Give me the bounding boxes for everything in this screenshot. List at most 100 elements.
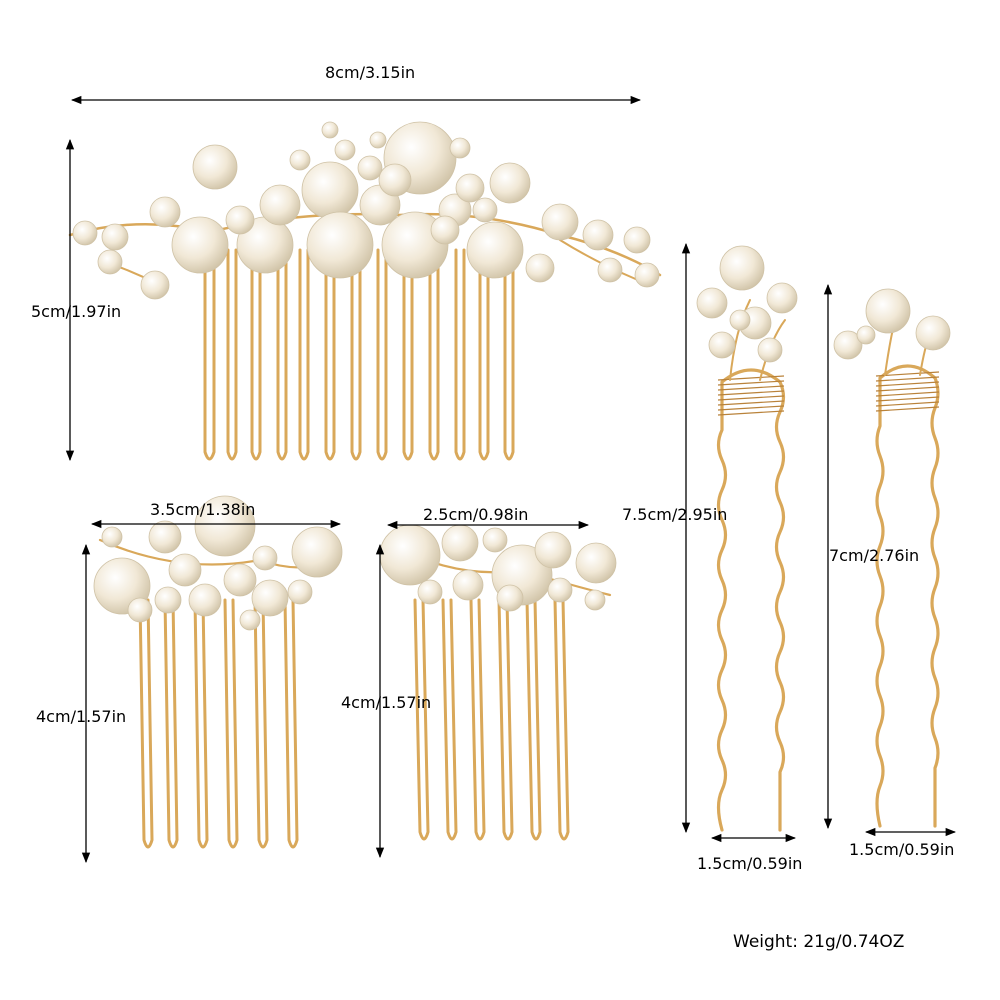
- pearl-icon: [291, 526, 343, 578]
- pearl-icon: [140, 270, 170, 300]
- hair-pin-tall-height-label: 7.5cm/2.95in: [622, 505, 728, 524]
- gold-wire: [376, 248, 388, 461]
- pearl-icon: [168, 553, 202, 587]
- gold-wire: [525, 598, 542, 841]
- gold-wire: [441, 598, 458, 841]
- pearl-icon: [541, 203, 579, 241]
- pearl-icon: [127, 597, 153, 623]
- gold-wire-coil: [875, 381, 940, 387]
- pearl-icon: [148, 520, 182, 554]
- gold-wire: [402, 248, 414, 461]
- gold-wire: [469, 598, 486, 841]
- pearl-icon: [357, 155, 383, 181]
- pearl-icon: [149, 196, 181, 228]
- pearl-icon: [188, 583, 222, 617]
- pearl-icon: [708, 331, 736, 359]
- gold-wire: [298, 248, 310, 461]
- gold-wire: [428, 248, 440, 461]
- pearl-icon: [757, 337, 783, 363]
- small-comb-left-width-label: 3.5cm/1.38in: [150, 500, 256, 519]
- large-comb-width-label: 8cm/3.15in: [325, 63, 416, 82]
- gold-wire: [138, 598, 154, 849]
- pearl-icon: [547, 577, 573, 603]
- large-comb-height-label: 5cm/1.97in: [31, 302, 122, 321]
- pearl-icon: [225, 205, 255, 235]
- gold-wire: [503, 248, 515, 461]
- pearl-icon: [489, 162, 531, 204]
- pearl-icon: [856, 325, 876, 345]
- gold-wire: [223, 598, 239, 849]
- pearl-icon: [378, 163, 412, 197]
- gold-wire-coil: [875, 391, 940, 397]
- pearl-icon: [482, 527, 508, 553]
- gold-wire-coil: [717, 375, 785, 381]
- pearl-icon: [192, 144, 238, 190]
- gold-wire-coil: [875, 371, 940, 377]
- gold-wire: [553, 598, 570, 841]
- pearl-icon: [455, 173, 485, 203]
- pearl-icon: [865, 288, 911, 334]
- pearl-icon: [582, 219, 614, 251]
- pearl-icon: [496, 584, 524, 612]
- gold-wire: [875, 364, 940, 828]
- pearl-icon: [441, 524, 479, 562]
- pearl-icon: [252, 545, 278, 571]
- gold-wire: [413, 598, 430, 841]
- pearl-icon: [719, 245, 765, 291]
- gold-wire: [454, 248, 466, 461]
- gold-wire-coil: [875, 376, 940, 382]
- pearl-icon: [584, 589, 606, 611]
- pearl-icon: [915, 315, 951, 351]
- pearl-icon: [729, 309, 751, 331]
- pearl-icon: [766, 282, 798, 314]
- pearl-icon: [575, 542, 617, 584]
- small-comb-right-height-label: 4cm/1.57in: [341, 693, 432, 712]
- gold-wire: [324, 248, 336, 461]
- pearl-icon: [301, 161, 359, 219]
- pearl-icon: [289, 149, 311, 171]
- gold-wire-coil: [717, 390, 785, 396]
- weight-label: Weight: 21g/0.74OZ: [733, 932, 905, 952]
- pearl-icon: [430, 215, 460, 245]
- gold-wire: [253, 598, 269, 849]
- gold-wire: [350, 248, 362, 461]
- gold-wire: [497, 598, 514, 841]
- hair-pin-tall-width-label: 1.5cm/0.59in: [697, 854, 803, 873]
- pearl-icon: [154, 586, 182, 614]
- pearl-icon: [97, 249, 123, 275]
- pearl-icon: [334, 139, 356, 161]
- pearl-icon: [379, 524, 441, 586]
- pearl-icon: [251, 579, 289, 617]
- pearl-icon: [833, 330, 863, 360]
- gold-wire: [478, 248, 490, 461]
- small-comb-left-height-label: 4cm/1.57in: [36, 707, 127, 726]
- pearl-icon: [696, 287, 728, 319]
- pearl-icon: [634, 262, 660, 288]
- gold-wire: [276, 248, 288, 461]
- pearl-icon: [472, 197, 498, 223]
- gold-wire: [716, 368, 786, 832]
- gold-wire: [193, 598, 209, 849]
- gold-wire-coil: [717, 395, 785, 401]
- pearl-icon: [623, 226, 651, 254]
- gold-wire: [729, 299, 751, 381]
- pearl-icon: [101, 526, 123, 548]
- pearl-icon: [321, 121, 339, 139]
- pearl-icon: [239, 609, 261, 631]
- gold-wire: [283, 598, 299, 849]
- gold-wire-coil: [875, 386, 940, 392]
- gold-wire-coil: [717, 410, 785, 416]
- gold-wire-coil: [717, 380, 785, 386]
- pearl-icon: [417, 579, 443, 605]
- pearl-icon: [306, 211, 374, 279]
- gold-wire-coil: [875, 401, 940, 407]
- pearl-icon: [449, 137, 471, 159]
- gold-wire-coil: [875, 406, 940, 412]
- pearl-icon: [466, 221, 524, 279]
- hair-pin-short-width-label: 1.5cm/0.59in: [849, 840, 955, 859]
- pearl-icon: [287, 579, 313, 605]
- gold-wire: [203, 248, 216, 461]
- pearl-icon: [534, 531, 572, 569]
